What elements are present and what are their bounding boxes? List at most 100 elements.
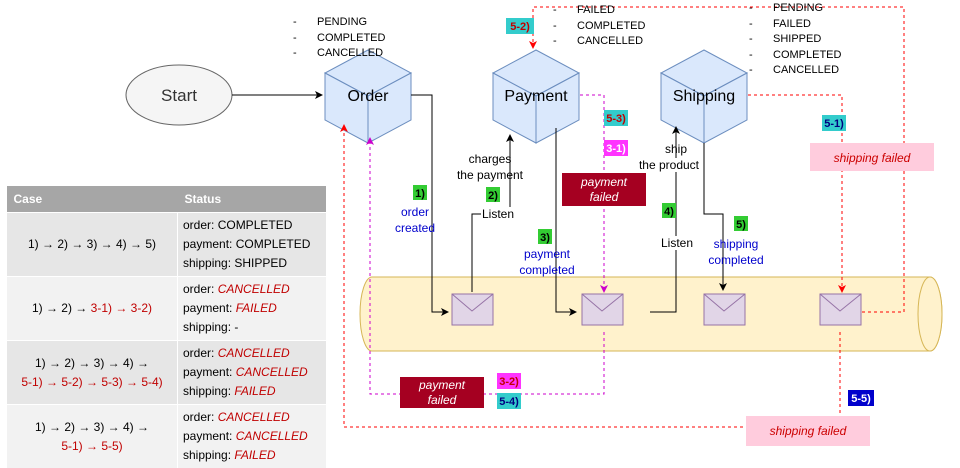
case-cell: 1) → 2) → 3) → 4) → 5-1) → 5-5) <box>7 405 178 468</box>
status-key: payment: <box>183 237 236 251</box>
status-key: shipping: <box>183 320 234 334</box>
status-value: CANCELLED <box>236 429 308 443</box>
shipping-to-bus-arrow <box>704 143 723 290</box>
status-value: SHIPPED <box>234 256 287 270</box>
payment-completed-label-2: completed <box>519 263 574 277</box>
status-key: payment: <box>183 429 236 443</box>
case-text: 1) → 2) → <box>32 301 91 315</box>
case-text-failure: 5-1) → 5-2) → 5-3) → 5-4) <box>12 373 172 392</box>
status-value: CANCELLED <box>236 365 308 379</box>
status-key: shipping: <box>183 448 234 462</box>
status-value: FAILED <box>234 384 275 398</box>
payment-failed-box-label-2: failed <box>590 190 619 204</box>
charges-label-1: charges <box>469 152 512 166</box>
status-key: payment: <box>183 301 236 315</box>
status-column-header: Status <box>178 186 327 213</box>
case-text-failure: 5-1) → 5-5) <box>12 437 172 456</box>
step-5-1-badge: 5-1) <box>824 118 844 130</box>
step-3-2-badge: 3-2) <box>499 376 519 388</box>
case-text: 1) → 2) → 3) → 4) → 5) <box>28 237 156 251</box>
table-row: 1) → 2) → 3) → 4) → 5-1) → 5-2) → 5-3) →… <box>7 341 327 405</box>
status-value: CANCELLED <box>218 282 290 296</box>
case-cell: 1) → 2) → 3-1) → 3-2) <box>7 277 178 341</box>
order-status-item: CANCELLED <box>293 46 385 62</box>
order-status-list: PENDING COMPLETED CANCELLED <box>293 15 385 62</box>
case-column-header: Case <box>7 186 178 213</box>
listen-label-payment: Listen <box>482 207 514 221</box>
case-text: 1) → 2) → 3) → 4) → <box>12 418 172 437</box>
shipping-service-cube: Shipping <box>661 50 747 143</box>
envelope-payment-completed <box>582 294 623 325</box>
table-header-row: Case Status <box>7 186 327 213</box>
order-service-cube: Order <box>325 50 411 143</box>
shipping-status-item: COMPLETED <box>749 48 841 64</box>
payment-failed-box2-label-1: payment <box>418 378 466 392</box>
envelope-shipping-failed <box>820 294 861 325</box>
shipping-status-item: CANCELLED <box>749 63 841 79</box>
payment-failed-box-label-1: payment <box>580 175 628 189</box>
payment-status-item: FAILED <box>553 3 645 19</box>
step-2-badge: 2) <box>488 190 498 202</box>
status-cell: order: COMPLETED payment: COMPLETED ship… <box>178 213 327 277</box>
status-value: COMPLETED <box>236 237 311 251</box>
table-row: 1) → 2) → 3-1) → 3-2) order: CANCELLED p… <box>7 277 327 341</box>
payment-status-item: CANCELLED <box>553 34 645 50</box>
flow-labels: order created charges the payment Listen… <box>395 142 764 277</box>
status-value: FAILED <box>234 448 275 462</box>
table-row: 1) → 2) → 3) → 4) → 5) order: COMPLETED … <box>7 213 327 277</box>
shipping-failed-box-label: shipping failed <box>834 151 911 165</box>
shipping-failed-box2-label: shipping failed <box>770 424 847 438</box>
case-cell: 1) → 2) → 3) → 4) → 5) <box>7 213 178 277</box>
payment-label: Payment <box>504 88 568 105</box>
ship-label-1: ship <box>665 142 687 156</box>
status-key: shipping: <box>183 256 234 270</box>
step-1-badge: 1) <box>415 188 425 200</box>
status-key: order: <box>183 346 218 360</box>
status-value: FAILED <box>236 301 277 315</box>
step-5-4-badge: 5-4) <box>499 396 519 408</box>
step-3-badge: 3) <box>540 232 550 244</box>
status-cell: order: CANCELLED payment: CANCELLED ship… <box>178 405 327 468</box>
status-key: order: <box>183 282 218 296</box>
step-5-3-badge: 5-3) <box>606 113 626 125</box>
table-row: 1) → 2) → 3) → 4) → 5-1) → 5-5) order: C… <box>7 405 327 468</box>
status-value: CANCELLED <box>218 346 290 360</box>
start-node: Start <box>126 65 232 125</box>
payment-failed-box2-label-2: failed <box>428 393 457 407</box>
step-5-5-badge: 5-5) <box>851 393 871 405</box>
payment-status-list: FAILED COMPLETED CANCELLED <box>553 3 645 50</box>
case-status-table: Case Status 1) → 2) → 3) → 4) → 5) order… <box>6 186 326 468</box>
order-status-item: COMPLETED <box>293 31 385 47</box>
order-created-label-1: order <box>401 205 429 219</box>
shipping-completed-label-2: completed <box>708 253 763 267</box>
status-cell: order: CANCELLED payment: CANCELLED ship… <box>178 341 327 405</box>
charges-label-2: the payment <box>457 168 524 182</box>
status-cell: order: CANCELLED payment: FAILED shippin… <box>178 277 327 341</box>
case-text: 1) → 2) → 3) → 4) → <box>12 354 172 373</box>
payment-status-item: COMPLETED <box>553 19 645 35</box>
case-cell: 1) → 2) → 3) → 4) → 5-1) → 5-2) → 5-3) →… <box>7 341 178 405</box>
status-key: shipping: <box>183 384 234 398</box>
step-3-1-badge: 3-1) <box>606 143 626 155</box>
shipping-status-item: FAILED <box>749 17 841 33</box>
status-key: order: <box>183 218 218 232</box>
payment-service-cube: Payment <box>493 50 579 143</box>
step-4-badge: 4) <box>664 206 674 218</box>
status-value: CANCELLED <box>218 410 290 424</box>
shipping-status-list: PENDING FAILED SHIPPED COMPLETED CANCELL… <box>749 1 841 79</box>
status-value: - <box>234 320 238 334</box>
status-key: payment: <box>183 365 236 379</box>
payment-completed-label-1: payment <box>524 247 571 261</box>
ship-label-2: the product <box>639 158 700 172</box>
start-label: Start <box>161 86 197 105</box>
shipping-completed-label-1: shipping <box>714 237 759 251</box>
listen-label-shipping: Listen <box>661 236 693 250</box>
envelope-order-created <box>452 294 493 325</box>
order-status-item: PENDING <box>293 15 385 31</box>
shipping-label: Shipping <box>673 88 735 105</box>
step-5-2-badge: 5-2) <box>510 21 530 33</box>
shipping-status-item: PENDING <box>749 1 841 17</box>
step-5-badge: 5) <box>736 219 746 231</box>
shipping-status-item: SHIPPED <box>749 32 841 48</box>
envelope-shipping-completed <box>704 294 745 325</box>
